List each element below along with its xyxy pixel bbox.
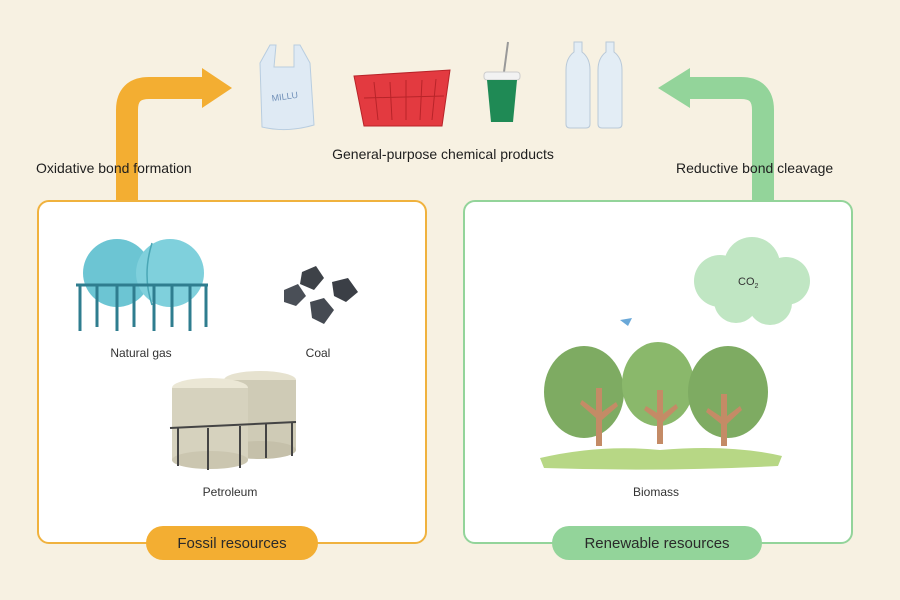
co2-main: CO [738,276,755,288]
biomass-label: Biomass [632,485,679,499]
bird-icon [620,318,632,326]
page-title: General-purpose chemical products [332,146,554,162]
natural-gas-label: Natural gas [110,346,172,360]
bottles-icon [565,41,623,129]
renewable-resources-badge: Renewable resources [552,526,762,560]
reductive-label: Reductive bond cleavage [676,160,834,176]
coal-label: Coal [305,346,331,360]
co2-sub: 2 [754,283,759,291]
gas-tank-icon [76,239,208,331]
trees-icon [540,342,782,470]
co2-label: CO2 [738,276,758,290]
bag-text: MILLU [271,90,299,104]
co2-cloud-icon [694,237,810,325]
petroleum-tank-icon [169,371,297,470]
basket-icon [353,69,451,127]
cup-icon [483,41,521,122]
petroleum-label: Petroleum [202,485,258,499]
plastic-bag-icon: MILLU [259,44,315,131]
oxidative-label: Oxidative bond formation [36,160,192,176]
coal-icon [284,266,358,324]
fossil-resources-badge: Fossil resources [146,526,318,560]
